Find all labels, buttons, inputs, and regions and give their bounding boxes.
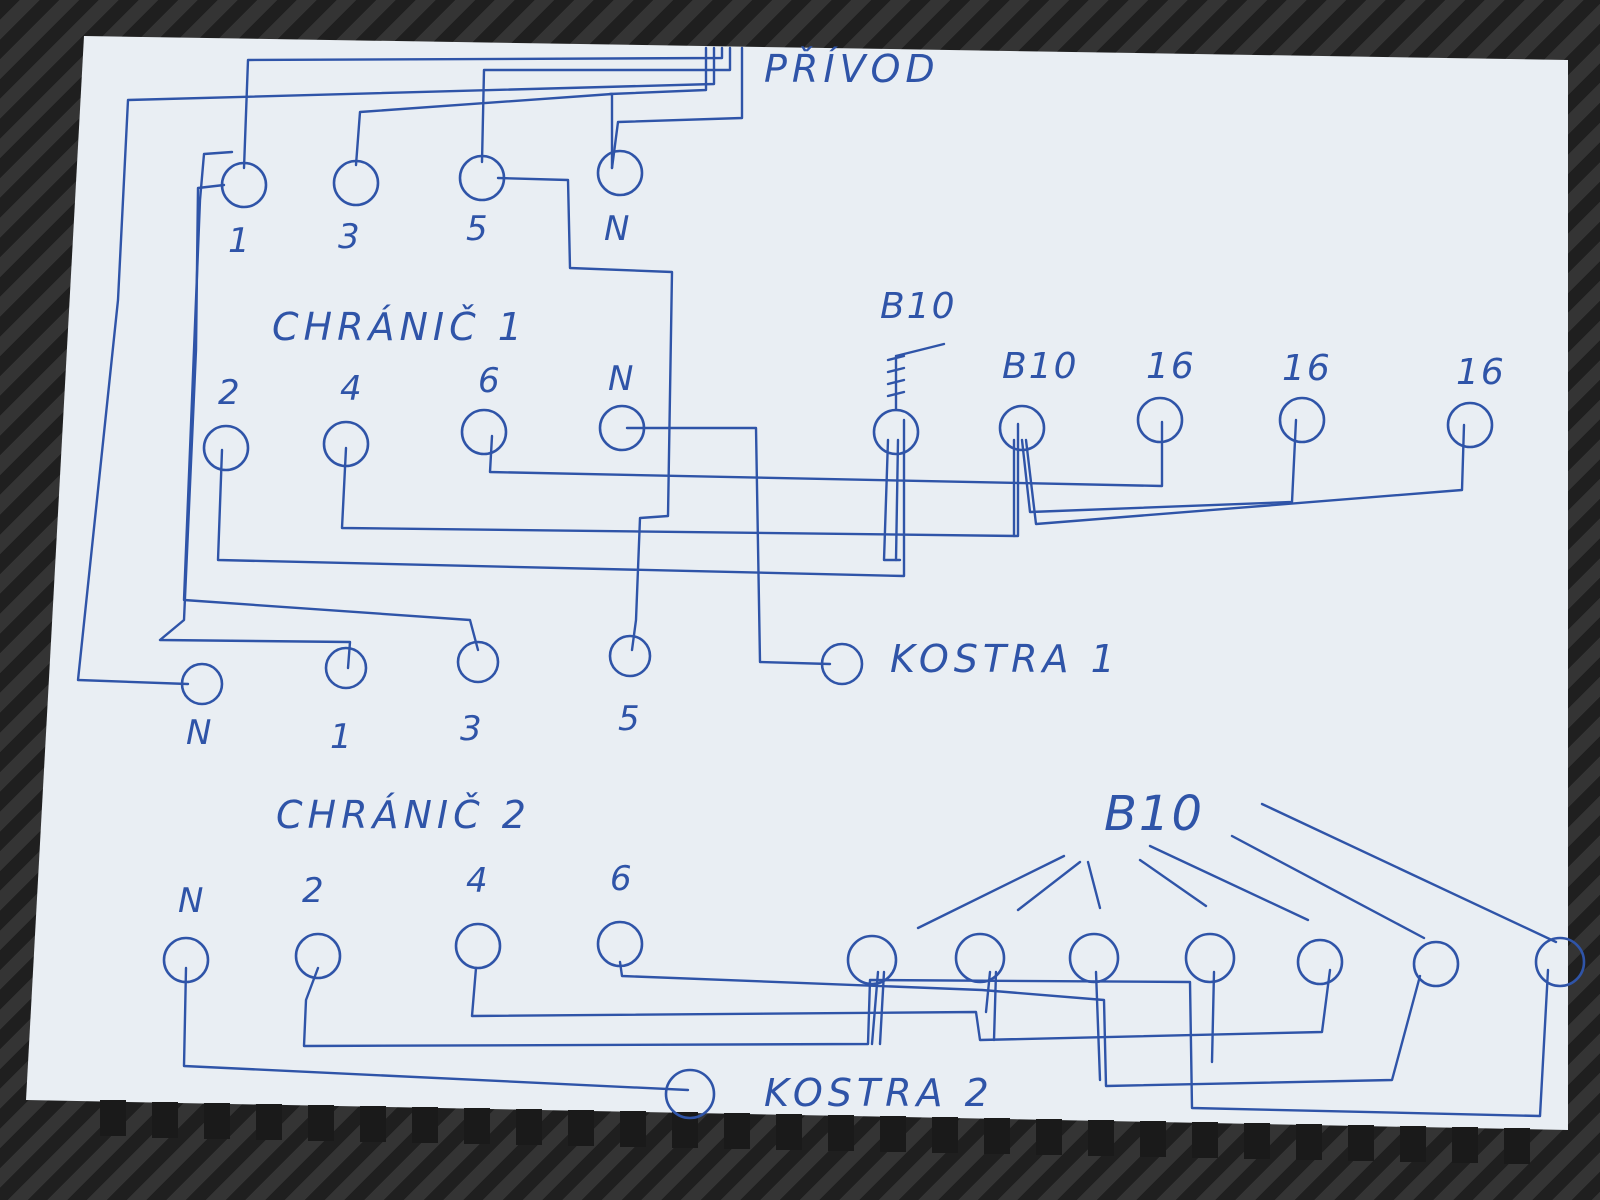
- breaker2-output-wires: [182, 960, 1550, 1118]
- breaker1-top-label-n: N: [604, 209, 631, 249]
- breaker2-top-label-3: 3: [460, 709, 484, 749]
- breaker1-to-breaker2-wires: [158, 150, 674, 670]
- breaker2-top-label-1: 1: [330, 717, 354, 757]
- circuit1-terminals: [872, 396, 1494, 456]
- circuit1-rating-3: 16: [1146, 346, 1196, 387]
- breaker1-label: CHRÁNIČ 1: [272, 305, 527, 349]
- perforated-edge: [100, 1100, 1530, 1164]
- circuit1-rating-4: 16: [1282, 348, 1332, 389]
- circuit2-group-rating: B10: [1104, 786, 1204, 842]
- breaker2-top-terminals: [180, 634, 652, 706]
- supply-wires: [76, 46, 744, 686]
- breaker2-top-label-5: 5: [618, 699, 642, 739]
- ground2-label: KOSTRA 2: [764, 1071, 994, 1115]
- breaker1-bottom-terminals: [202, 404, 646, 472]
- breaker2-bottom-terminals: [162, 920, 644, 984]
- supply-label: PŘÍVOD: [764, 47, 940, 91]
- paper-sheet: [26, 36, 1568, 1130]
- breaker2-bottom-label-6: 6: [610, 859, 634, 899]
- breaker2-bottom-label-2: 2: [302, 871, 326, 911]
- circuit1-rating-2: B10: [1002, 346, 1079, 387]
- breaker1-bottom-label-2: 2: [218, 373, 242, 413]
- circuit1-rating-5: 16: [1456, 352, 1506, 393]
- breaker2-bottom-label-4: 4: [466, 861, 490, 901]
- breaker2-label: CHRÁNIČ 2: [276, 793, 531, 837]
- breaker1-top-label-1: 1: [228, 221, 252, 261]
- coil-symbol: [886, 342, 946, 412]
- breaker2-top-label-n: N: [186, 713, 213, 753]
- breaker1-bottom-label-6: 6: [478, 361, 502, 401]
- circuit2-terminals: [846, 932, 1586, 988]
- breaker1-top-label-3: 3: [338, 217, 362, 257]
- breaker1-bottom-label-n: N: [608, 359, 635, 399]
- breaker1-top-label-5: 5: [466, 209, 490, 249]
- ground1-terminal: [820, 642, 864, 686]
- breaker1-top-terminals: [220, 149, 644, 209]
- breaker2-bottom-label-n: N: [178, 881, 205, 921]
- breaker1-bottom-label-4: 4: [340, 369, 364, 409]
- ground2-terminal: [664, 1068, 716, 1120]
- ground1-label: KOSTRA 1: [890, 637, 1120, 681]
- b10-group-lines: [916, 802, 1558, 944]
- circuit1-rating-1: B10: [880, 286, 957, 327]
